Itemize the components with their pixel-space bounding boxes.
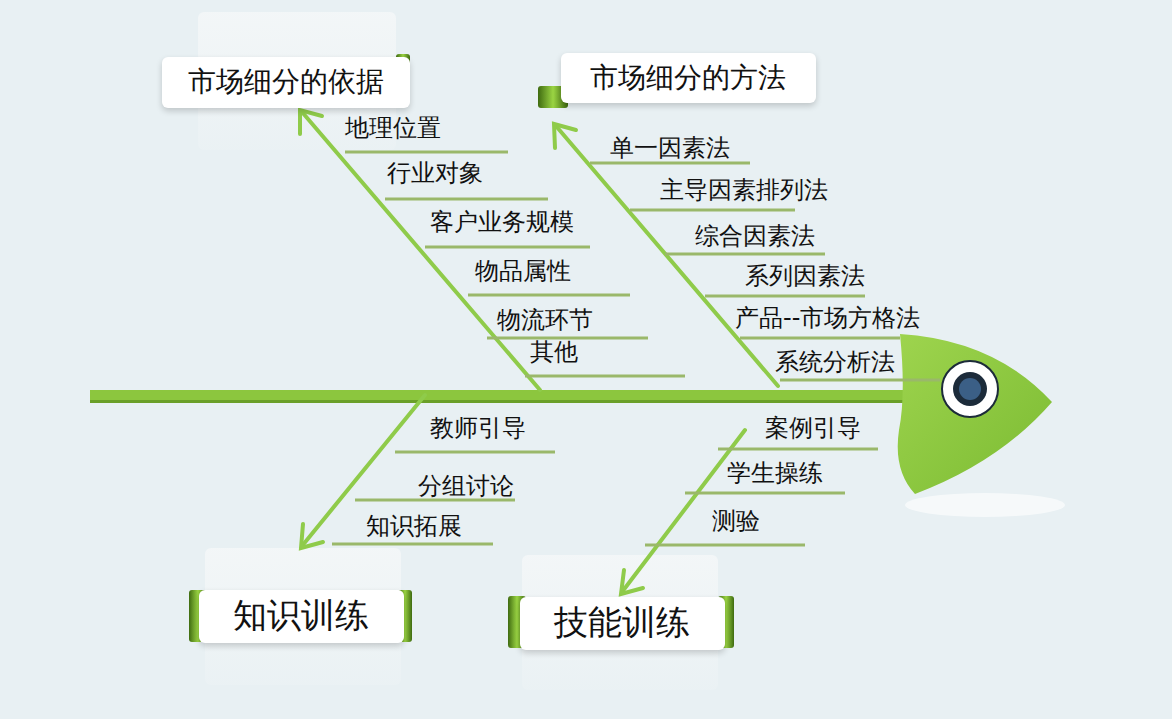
category-box: 市场细分的方法 bbox=[561, 53, 816, 103]
category-box: 技能训练 bbox=[520, 597, 725, 650]
bone-item: 客户业务规模 bbox=[430, 207, 574, 237]
item-underline bbox=[645, 544, 805, 547]
bone-item: 地理位置 bbox=[345, 113, 441, 143]
item-underline bbox=[740, 337, 900, 340]
fish-pupil-inner bbox=[959, 378, 981, 400]
bone-item: 学生操练 bbox=[727, 458, 823, 488]
category-box: 市场细分的依据 bbox=[162, 57, 410, 108]
item-underline bbox=[385, 198, 548, 201]
item-underline bbox=[780, 379, 940, 382]
category-box: 知识训练 bbox=[199, 590, 404, 643]
item-underline bbox=[345, 151, 508, 154]
bone-item: 案例引导 bbox=[765, 413, 861, 443]
bone-item: 教师引导 bbox=[430, 413, 526, 443]
fish-eye bbox=[942, 361, 998, 417]
category-title: 市场细分的依据 bbox=[188, 63, 384, 101]
fish-head bbox=[898, 334, 1052, 494]
bone-item: 产品--市场方格法 bbox=[735, 303, 920, 333]
spine-edge bbox=[90, 400, 910, 403]
bone bbox=[556, 126, 778, 386]
category-title: 知识训练 bbox=[233, 593, 369, 639]
bone-item: 测验 bbox=[712, 506, 760, 536]
bone-item: 主导因素排列法 bbox=[660, 175, 828, 205]
fish-pupil bbox=[953, 372, 987, 406]
bone-item: 分组讨论 bbox=[418, 471, 514, 501]
category-title: 市场细分的方法 bbox=[590, 59, 786, 97]
item-underline bbox=[425, 246, 590, 249]
arrow-head bbox=[301, 524, 323, 548]
spine bbox=[90, 390, 910, 403]
item-underline bbox=[718, 448, 878, 451]
head-reflection bbox=[905, 493, 1065, 517]
item-underline bbox=[332, 543, 493, 546]
item-underline bbox=[685, 492, 845, 495]
item-underline bbox=[468, 294, 630, 297]
bone-item: 系列因素法 bbox=[745, 261, 865, 291]
bone-item: 系统分析法 bbox=[775, 347, 895, 377]
arrow-head bbox=[621, 570, 643, 594]
bone-item: 物流环节 bbox=[497, 305, 593, 335]
item-underline bbox=[630, 209, 795, 212]
bone-item: 行业对象 bbox=[387, 158, 483, 188]
bone bbox=[302, 112, 540, 390]
item-underline bbox=[705, 295, 865, 298]
bone-item: 综合因素法 bbox=[695, 221, 815, 251]
arrow-head bbox=[554, 124, 576, 148]
item-underline bbox=[395, 451, 555, 454]
bone-item: 其他 bbox=[530, 337, 578, 367]
category-title: 技能训练 bbox=[554, 600, 690, 646]
item-underline bbox=[525, 375, 685, 378]
arrow-head bbox=[300, 110, 322, 134]
item-underline bbox=[665, 253, 825, 256]
bone-item: 知识拓展 bbox=[366, 511, 462, 541]
bone-item: 物品属性 bbox=[475, 256, 571, 286]
bone-item: 单一因素法 bbox=[610, 133, 730, 163]
